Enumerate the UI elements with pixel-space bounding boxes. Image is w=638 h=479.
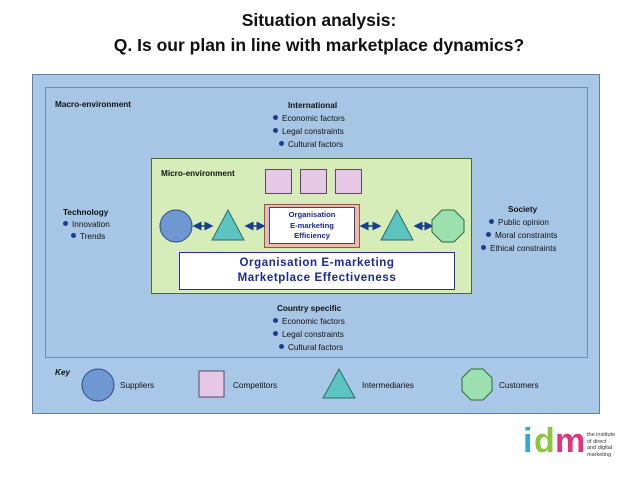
micro-environment-label: Micro-environment: [161, 169, 235, 178]
country-item: Economic factors: [273, 316, 345, 327]
bullet-icon: [279, 141, 284, 146]
key-competitor-square: [198, 370, 225, 398]
key-customer-octagon: [461, 368, 493, 401]
society-item: Moral constraints: [486, 230, 557, 241]
bullet-icon: [71, 233, 76, 238]
organisation-efficiency-box: Organisation E-marketing Efficiency: [269, 207, 355, 244]
international-item: Cultural factors: [279, 139, 343, 150]
country-title: Country specific: [277, 304, 342, 313]
page-title: Situation analysis:: [241, 10, 397, 30]
country-item: Legal constraints: [273, 329, 344, 340]
logo-letter-i: i: [523, 422, 533, 460]
macro-environment-label: Macro-environment: [55, 100, 131, 109]
bullet-icon: [489, 219, 494, 224]
key-supplier-circle: [81, 368, 115, 402]
key-competitors-label: Competitors: [233, 381, 278, 390]
bullet-icon: [273, 128, 278, 133]
country-item: Cultural factors: [279, 342, 343, 353]
bullet-icon: [481, 245, 486, 250]
bullet-icon: [273, 318, 278, 323]
bullet-icon: [279, 344, 284, 349]
technology-item: Trends: [71, 231, 105, 242]
customer-octagon: [431, 209, 465, 243]
competitor-square: [300, 169, 327, 194]
key-customers-label: Customers: [499, 381, 539, 390]
logo-letter-m: m: [555, 422, 586, 460]
international-item: Legal constraints: [273, 126, 344, 137]
society-item: Ethical constraints: [481, 243, 556, 254]
key-intermediaries-label: Intermediaries: [362, 381, 414, 390]
society-item: Public opinion: [489, 217, 549, 228]
competitor-square: [335, 169, 362, 194]
bullet-icon: [486, 232, 491, 237]
bullet-icon: [63, 221, 68, 226]
key-suppliers-label: Suppliers: [120, 381, 155, 390]
bullet-icon: [273, 115, 278, 120]
society-title: Society: [508, 205, 538, 214]
international-item: Economic factors: [273, 113, 345, 124]
technology-item: Innovation: [63, 219, 110, 230]
key-intermediary-triangle: [322, 367, 356, 399]
supplier-circle: [159, 209, 193, 243]
bullet-icon: [273, 331, 278, 336]
competitor-square: [265, 169, 292, 194]
effectiveness-box: Organisation E-marketing Marketplace Eff…: [179, 252, 455, 290]
technology-title: Technology: [63, 208, 109, 217]
logo-tagline: the institute of direct and digital mark…: [587, 432, 616, 458]
intermediary-triangle: [380, 208, 414, 241]
key-title: Key: [55, 368, 71, 377]
page-subtitle: Q. Is our plan in line with marketplace …: [113, 35, 525, 55]
logo-letter-d: d: [534, 422, 555, 460]
international-title: International: [288, 101, 338, 110]
intermediary-triangle: [211, 208, 245, 241]
